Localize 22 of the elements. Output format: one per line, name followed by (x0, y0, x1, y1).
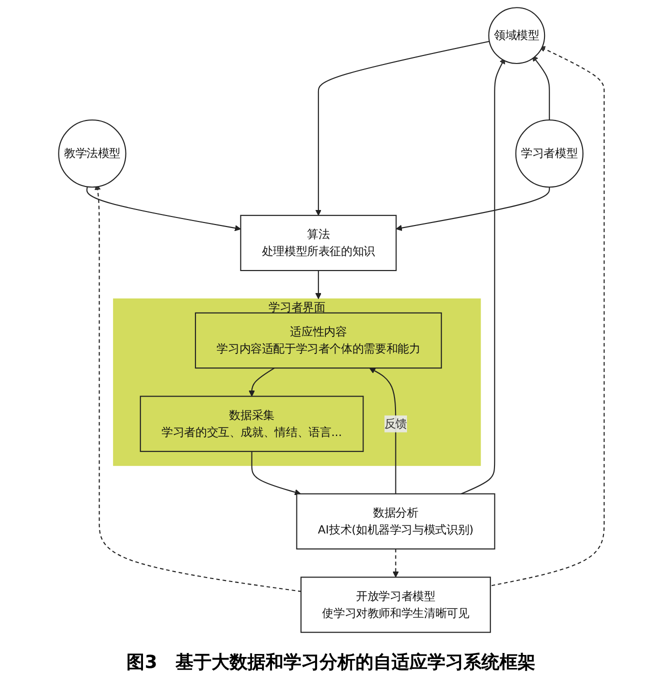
node-circle (58, 119, 126, 188)
arrow (490, 46, 604, 586)
arrow (86, 186, 241, 232)
arrow (314, 40, 490, 216)
arrow (392, 548, 398, 578)
flowchart-diagram: 学习者界面 反馈 领域模型 教学法模型 算法 处理模型所表征的知识 学习者模型 适应性内容 学习内容适配于学习者个体的需要和能力 数据采集 学习者的交互、成就、情结、语言... 数据分析 AI技术(如机器学习与模式识别) 开放学习者模型 使学习对教师和学生清晰可见 (52, 2, 610, 638)
node-circle (488, 7, 545, 64)
node-circle (514, 119, 584, 188)
node-box (139, 396, 364, 452)
arrow (395, 187, 550, 231)
cluster (112, 298, 480, 466)
arrow (314, 270, 322, 300)
arrow (250, 451, 300, 496)
node-box (296, 493, 495, 550)
arrow (368, 368, 396, 494)
arrow (248, 368, 274, 397)
arrow (460, 58, 505, 494)
arrow (532, 55, 550, 120)
node-box (240, 214, 396, 272)
node-box (300, 576, 490, 633)
node-box (194, 312, 442, 369)
figure-caption: 图3 基于大数据和学习分析的自适应学习系统框架 (126, 652, 536, 673)
